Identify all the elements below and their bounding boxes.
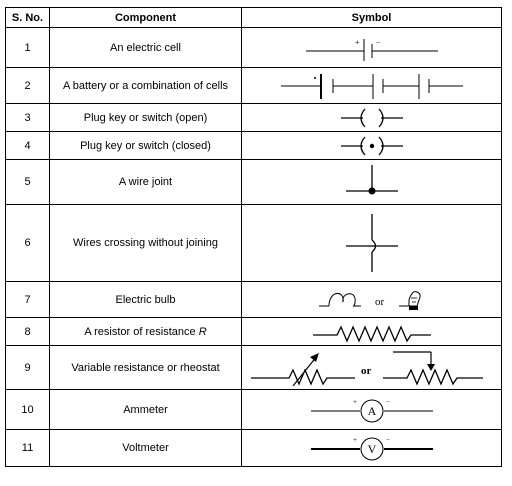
header-component: Component [49,7,242,28]
component-cell: An electric cell [49,27,242,68]
component-cell: Voltmeter [49,429,242,467]
sno-cell: 11 [5,429,50,467]
component-cell: Electric bulb [49,281,242,318]
ammeter-symbol: A + − [310,398,433,422]
component-cell: A wire joint [49,159,242,205]
sno-cell: 3 [5,103,50,132]
component-cell: A battery or a combination of cells [49,67,242,104]
rheostat-symbol: or [250,350,483,386]
table-row: 10 Ammeter A + − [5,389,502,430]
symbol-cell [241,67,502,104]
battery-symbol [280,73,463,99]
plus-sign: + [355,38,360,47]
resistance-variable: R [198,325,207,338]
symbol-cell [241,317,502,346]
table-row: 8 A resistor of resistance R [5,317,502,346]
bulb-symbol: or [318,290,421,310]
component-cell: Plug key or switch (closed) [49,131,242,160]
header-row: S. No. Component Symbol [5,7,502,28]
symbol-cell [241,131,502,160]
symbols-table: S. No. Component Symbol 1 An electric ce… [5,7,502,467]
sno-cell: 6 [5,204,50,282]
table-row: 1 An electric cell + − [5,27,502,68]
or-label: or [361,365,372,377]
symbol-cell: V + − [241,429,502,467]
resistor-symbol [312,324,431,343]
sno-cell: 10 [5,389,50,430]
sno-cell: 7 [5,281,50,318]
sno-cell: 2 [5,67,50,104]
ammeter-letter: A [367,404,376,418]
symbol-cell [241,103,502,132]
sno-cell: 8 [5,317,50,346]
sno-cell: 9 [5,345,50,390]
symbol-cell: or [241,281,502,318]
sno-cell: 4 [5,131,50,160]
table-row: 4 Plug key or switch (closed) [5,131,502,160]
voltmeter-symbol: V + − [310,436,433,461]
symbol-cell [241,204,502,282]
open-switch-symbol [340,108,403,127]
table-row: 7 Electric bulb or [5,281,502,318]
minus-sign: − [386,398,390,406]
header-sno: S. No. [5,7,50,28]
wire-joint-symbol [345,165,398,195]
sno-cell: 1 [5,27,50,68]
cell-symbol: + − [305,38,438,61]
plus-sign: + [353,398,357,406]
table-row: 9 Variable resistance or rheostat or [5,345,502,390]
component-cell: Variable resistance or rheostat [49,345,242,390]
table-row: 2 A battery or a combination of cells [5,67,502,104]
component-cell: Wires crossing without joining [49,204,242,282]
symbol-cell: A + − [241,389,502,430]
symbol-cell: or [241,345,502,390]
sno-cell: 5 [5,159,50,205]
or-label: or [375,296,385,308]
minus-sign: − [386,436,390,444]
closed-switch-symbol [340,136,403,155]
table-row: 3 Plug key or switch (open) [5,103,502,132]
table-row: 11 Voltmeter V + − [5,429,502,467]
component-cell: Ammeter [49,389,242,430]
table-row: 6 Wires crossing without joining [5,204,502,282]
table-row: 5 A wire joint [5,159,502,205]
component-cell: Plug key or switch (open) [49,103,242,132]
plus-sign: + [353,436,357,444]
symbol-cell: + − [241,27,502,68]
voltmeter-letter: V [367,442,376,456]
wire-crossing-symbol [345,214,398,272]
symbol-cell [241,159,502,205]
component-cell: A resistor of resistance R [49,317,242,346]
header-symbol: Symbol [241,7,502,28]
minus-sign: − [376,38,381,47]
